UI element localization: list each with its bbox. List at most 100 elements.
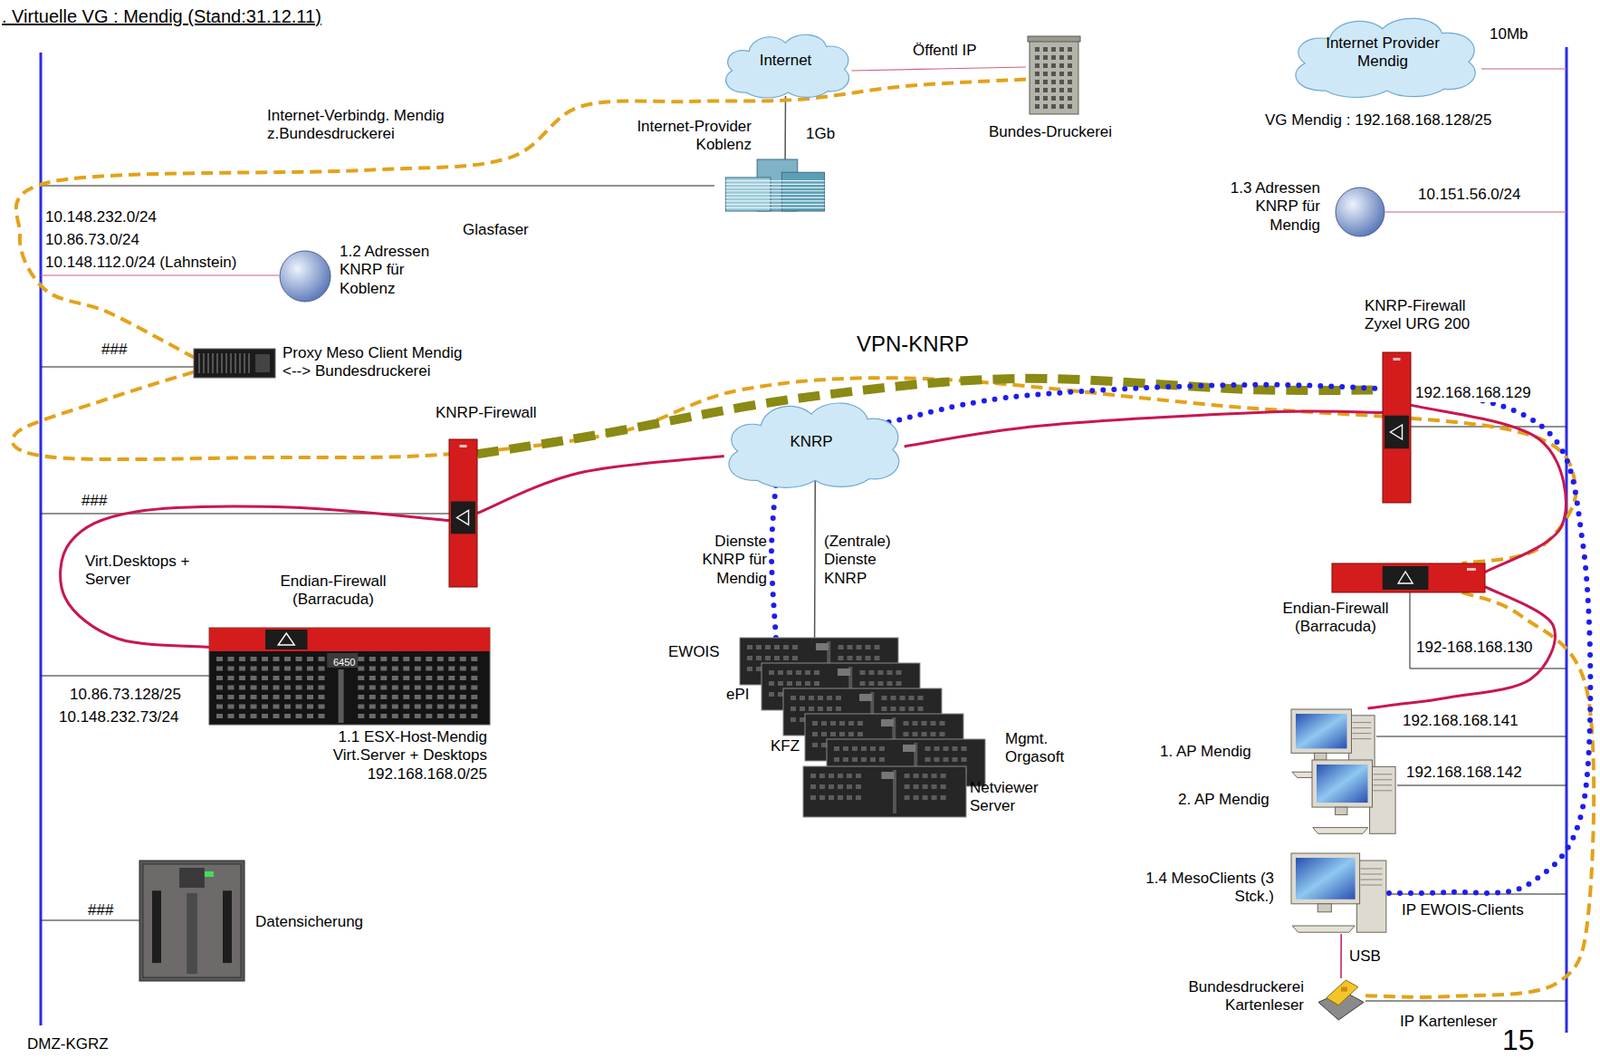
node-label: Internet-Provider Koblenz [606,117,752,155]
lan-bus [39,52,43,1026]
annotation-label: IP EWOIS-Clients [1399,900,1526,920]
tap-line [1385,210,1567,212]
node-label: KFZ [770,737,800,756]
node-label: 1. AP Mendig [1159,742,1252,761]
node-label: KNRP [714,432,909,451]
node-label: Endian-Firewall (Barracuda) [256,572,411,610]
annotation-label: Internet-Verbindg. Mendig z.Bundesdrucke… [265,106,487,144]
connector-line [1340,933,1342,978]
annotation-label: ### [86,900,115,920]
network-node: Bundesdruckerei Kartenleser [1168,976,1370,1024]
annotation-label: USB [1347,947,1383,966]
network-node: Internet Provider Mendig [1280,9,1486,100]
annotation-label: IP Kartenleser [1398,1012,1499,1031]
node-label: Bundes-Druckerei [973,123,1128,142]
node-label: 1.2 Adressen KNRP für Koblenz [339,242,453,298]
node-label: Bundesdruckerei Kartenleser [1168,977,1304,1016]
node-label: Mgmt. Orgasoft [1005,729,1087,767]
server-stack [739,637,998,819]
node-label: EWOIS [668,642,720,662]
building-icon [1025,34,1083,116]
connector-line [784,95,786,160]
annotation-label: Öffentl IP [910,41,979,60]
firewall-device [1382,352,1411,503]
annotation-label: 10Mb [1487,25,1531,44]
annotation-label: ### [99,340,129,359]
firewall-device [449,439,478,587]
network-node: 1.3 Adressen KNRP für Mendig [1213,179,1390,249]
node-label: ePI [726,685,750,704]
backup-cabinet [139,860,245,981]
connector-line [12,372,1577,564]
network-node: Proxy Meso Client Mendig <--> Bundesdruc… [191,342,541,388]
node-label: 1.1 ESX-Host-Mendig Virt.Server + Deskto… [297,728,488,784]
annotation-label: 192.168.168.142 [1404,763,1524,782]
tap-line [40,274,279,276]
tap-line [40,185,715,187]
node-label: 1.3 Adressen KNRP für Mendig [1213,179,1321,235]
connector-line [889,384,1591,893]
provider-building-icon [714,159,827,211]
node-label: Internet [715,51,856,70]
network-node: Endian-Firewall (Barracuda) [1267,561,1490,648]
tap-line [1376,736,1567,738]
connector-line [851,67,1026,71]
tap-line [40,919,140,921]
node-label: Internet Provider Mendig [1307,34,1458,72]
tap-line [1409,592,1567,669]
node-label: 2. AP Mendig [1178,790,1270,809]
annotation-label: 10.148.232.0/24 [43,208,159,227]
annotation-label: VPN-KNRP [854,331,971,358]
network-node: Endian-Firewall (Barracuda) 1.1 ESX-Host-… [206,572,489,799]
network-node: KNRP [714,392,911,490]
annotation-label: 10.148.232.73/24 [57,708,181,727]
node-label: 1Gb [805,124,835,144]
connector-line [60,506,450,647]
server-chassis [209,627,490,725]
tap-line [40,675,210,677]
network-node: Bundes-Druckerei [973,32,1130,146]
network-node: Internet-Provider Koblenz 1Gb [606,115,847,212]
connector-line [814,477,816,638]
network-node: Internet [715,27,858,100]
node-label: Endian-Firewall (Barracuda) [1267,599,1404,637]
annotation-label: 6450 [333,656,355,669]
network-node: EWOISePIKFZMgmt. OrgasoftNetviewer Serve… [665,633,1089,824]
annotation-label: 10.151.56.0/24 [1416,185,1523,204]
connector-line [771,477,777,638]
annotation-label: Dienste KNRP für Mendig [688,532,769,588]
diagram-title: . Virtuelle VG : Mendig (Stand:31.12.11) [1,5,322,28]
workstation-icon [1290,852,1389,934]
connector-line [477,456,725,514]
tap-line [1365,1000,1567,1002]
annotation-label: 192.168.168.129 [1413,383,1533,403]
annotation-label: (Zentrale) Dienste KNRP [822,532,912,588]
node-label: KNRP-Firewall [435,403,537,422]
network-node: 1.4 MesoClients (3 Stck.) [1127,849,1390,936]
tap-line [1410,426,1567,428]
address-globe [278,249,332,303]
node-label: Datensicherung [255,912,364,931]
network-node: 1.2 Adressen KNRP für Koblenz [277,242,459,311]
card-reader-icon [1316,977,1366,1022]
annotation-label: 10.148.112.0/24 (Lahnstein) [43,253,239,272]
node-label: KNRP-Firewall Zyxel URG 200 [1364,297,1492,335]
connector-line [1365,592,1594,997]
annotation-label: DMZ-KGRZ [25,1034,111,1054]
node-label: Proxy Meso Client Mendig <--> Bundesdruc… [282,344,478,382]
annotation-label: 10.86.73.0/24 [43,230,142,250]
connector-line [16,79,1026,358]
connector-line [477,378,1383,454]
network-node: Datensicherung [135,858,408,984]
connector-line [904,411,1383,447]
address-globe [1334,186,1386,238]
annotation-label: 15 [1500,1025,1537,1054]
annotation-label: ### [79,491,109,510]
network-node: 2. AP Mendig [1175,756,1400,837]
tap-line [1481,67,1567,69]
connector-line [1368,586,1556,709]
firewall-device [1331,563,1486,593]
tap-line [1397,785,1567,786]
tap-line [40,366,194,368]
network-node: KNRP-Firewall [432,403,565,590]
